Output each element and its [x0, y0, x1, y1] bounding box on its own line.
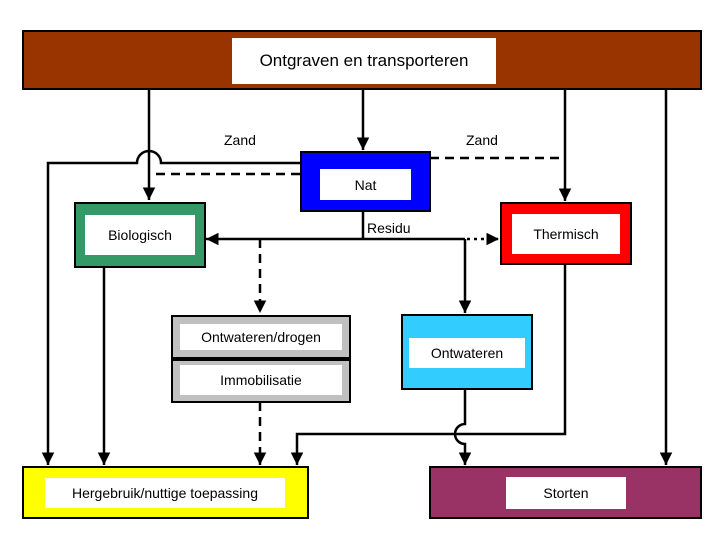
node-dewater: Ontwateren [401, 314, 533, 390]
node-landfill-label: Storten [506, 477, 626, 509]
node-reuse: Hergebruik/nuttige toepassing [22, 466, 309, 519]
node-wet-label: Nat [320, 169, 411, 200]
node-reuse-label: Hergebruik/nuttige toepassing [45, 478, 285, 508]
node-excavate: Ontgraven en transporteren [22, 30, 702, 90]
node-dewater-dry-label: Ontwateren/drogen [180, 324, 342, 350]
edge-label-residue: Residu [367, 220, 411, 236]
edge-label-sand-left: Zand [224, 132, 256, 148]
node-landfill: Storten [429, 466, 702, 519]
node-biological: Biologisch [74, 202, 206, 268]
node-excavate-label: Ontgraven en transporteren [232, 38, 496, 84]
arrow-wet-to-reuse [41, 149, 300, 465]
node-biological-label: Biologisch [85, 215, 195, 255]
node-thermal-label: Thermisch [512, 214, 620, 254]
arrow-dewater-to-landfill [453, 390, 472, 465]
node-dewater-label: Ontwateren [409, 338, 525, 368]
arrow-thermal-to-reuse [290, 264, 567, 465]
node-thermal: Thermisch [500, 202, 632, 265]
node-dewater-dry: Ontwateren/drogen [171, 315, 351, 359]
node-wet: Nat [300, 151, 431, 212]
node-immobilisation: Immobilisatie [171, 359, 351, 403]
node-immobilisation-label: Immobilisatie [180, 365, 342, 395]
edge-label-sand-right: Zand [466, 132, 498, 148]
